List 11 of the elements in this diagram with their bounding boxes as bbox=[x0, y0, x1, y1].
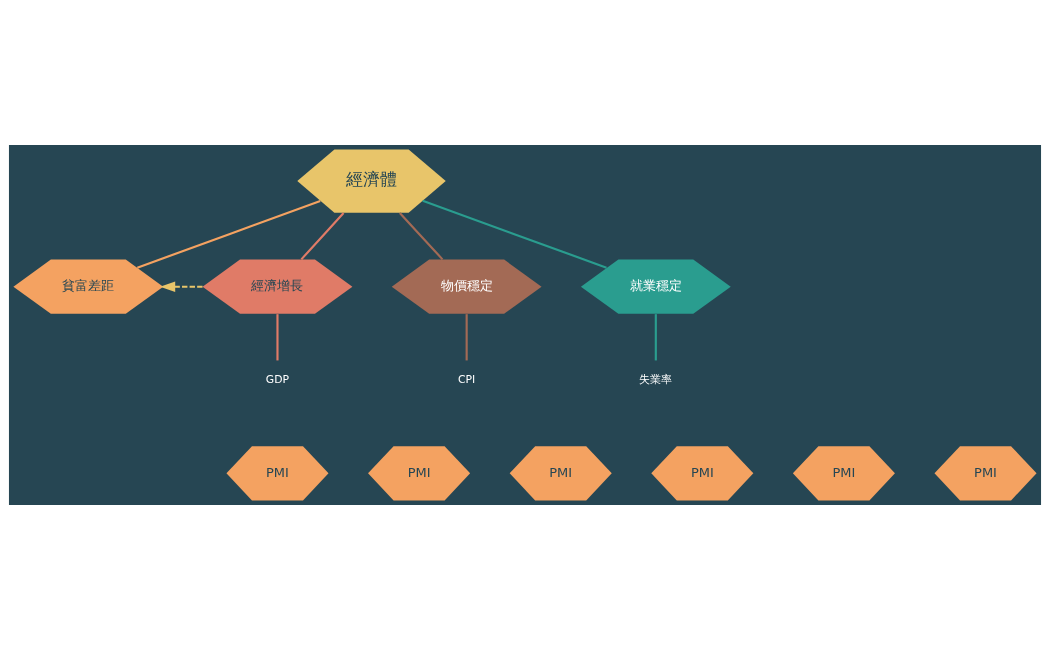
connector bbox=[654, 313, 657, 360]
node-text: GDP bbox=[265, 372, 290, 386]
connector bbox=[136, 199, 321, 269]
connector bbox=[276, 313, 279, 360]
node-text: CPI bbox=[458, 372, 476, 386]
connector bbox=[422, 199, 607, 269]
node-text: 失業率 bbox=[639, 372, 673, 386]
connector bbox=[399, 211, 444, 260]
connector bbox=[465, 313, 468, 360]
connector bbox=[300, 211, 345, 260]
arrow bbox=[160, 280, 203, 292]
